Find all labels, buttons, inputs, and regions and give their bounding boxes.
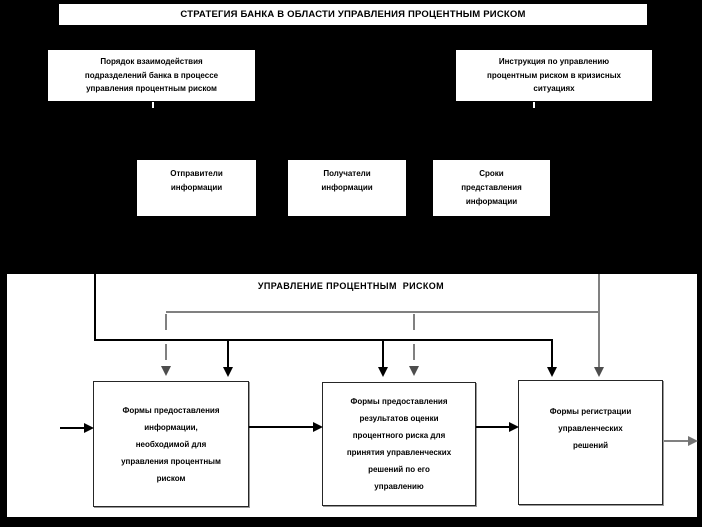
interaction-order-box: Порядок взаимодействия подразделений бан… bbox=[47, 49, 256, 102]
assessment-results-text: Формы предоставления результатов оценки … bbox=[346, 397, 452, 491]
arrowhead-right-1-2 bbox=[313, 422, 323, 432]
arrowhead-down-black-2 bbox=[378, 367, 388, 377]
assessment-results-box: Формы предоставления результатов оценки … bbox=[322, 382, 476, 506]
arrowhead-right-2-3 bbox=[509, 422, 519, 432]
connector-gray-dashed-2 bbox=[413, 314, 415, 366]
registration-forms-box: Формы регистрации управленческих решений bbox=[518, 380, 663, 505]
connector-black-drop-3 bbox=[551, 340, 553, 368]
connector-gray-vertical bbox=[598, 274, 600, 367]
arrowhead-right-exit bbox=[688, 436, 698, 446]
management-title: УПРАВЛЕНИЕ ПРОЦЕНТНЫМ РИСКОМ bbox=[257, 281, 445, 291]
connector-black-drop-2 bbox=[382, 340, 384, 368]
info-senders-text: Отправители информации bbox=[170, 169, 223, 192]
strategy-title-box: СТРАТЕГИЯ БАНКА В ОБЛАСТИ УПРАВЛЕНИЯ ПРО… bbox=[58, 3, 648, 26]
connector-black-horizontal bbox=[94, 339, 553, 341]
arrowhead-right-entry bbox=[84, 423, 94, 433]
info-receivers-box: Получатели информации bbox=[287, 159, 407, 217]
arrowhead-down-gray-3 bbox=[594, 367, 604, 377]
info-terms-box: Сроки представления информации bbox=[432, 159, 551, 217]
connector-tick-right bbox=[533, 102, 535, 108]
connector-gray-dashed-1 bbox=[165, 314, 167, 366]
crisis-instruction-box: Инструкция по управлению процентным риск… bbox=[455, 49, 653, 102]
info-forms-text: Формы предоставления информации, необход… bbox=[121, 405, 221, 483]
info-receivers-text: Получатели информации bbox=[321, 169, 373, 192]
registration-forms-text: Формы регистрации управленческих решений bbox=[549, 407, 632, 450]
connector-tick-left bbox=[152, 102, 154, 108]
info-senders-box: Отправители информации bbox=[136, 159, 257, 217]
info-terms-text: Сроки представления информации bbox=[461, 169, 522, 206]
arrowhead-down-gray-2 bbox=[409, 366, 419, 376]
flow-arrow-exit bbox=[664, 440, 691, 442]
info-forms-box: Формы предоставления информации, необход… bbox=[93, 381, 249, 507]
arrowhead-down-black-3 bbox=[547, 367, 557, 377]
flow-arrow-1-2 bbox=[249, 426, 315, 428]
connector-gray-horizontal bbox=[166, 311, 600, 313]
flow-arrow-entry bbox=[60, 427, 86, 429]
interaction-order-text: Порядок взаимодействия подразделений бан… bbox=[84, 57, 219, 94]
connector-black-drop-1 bbox=[227, 340, 229, 368]
arrowhead-down-gray-1 bbox=[161, 366, 171, 376]
crisis-instruction-text: Инструкция по управлению процентным риск… bbox=[486, 57, 621, 94]
connector-black-vertical bbox=[94, 274, 96, 340]
strategy-title-text: СТРАТЕГИЯ БАНКА В ОБЛАСТИ УПРАВЛЕНИЯ ПРО… bbox=[180, 9, 526, 20]
flow-arrow-2-3 bbox=[476, 426, 511, 428]
arrowhead-down-black-1 bbox=[223, 367, 233, 377]
